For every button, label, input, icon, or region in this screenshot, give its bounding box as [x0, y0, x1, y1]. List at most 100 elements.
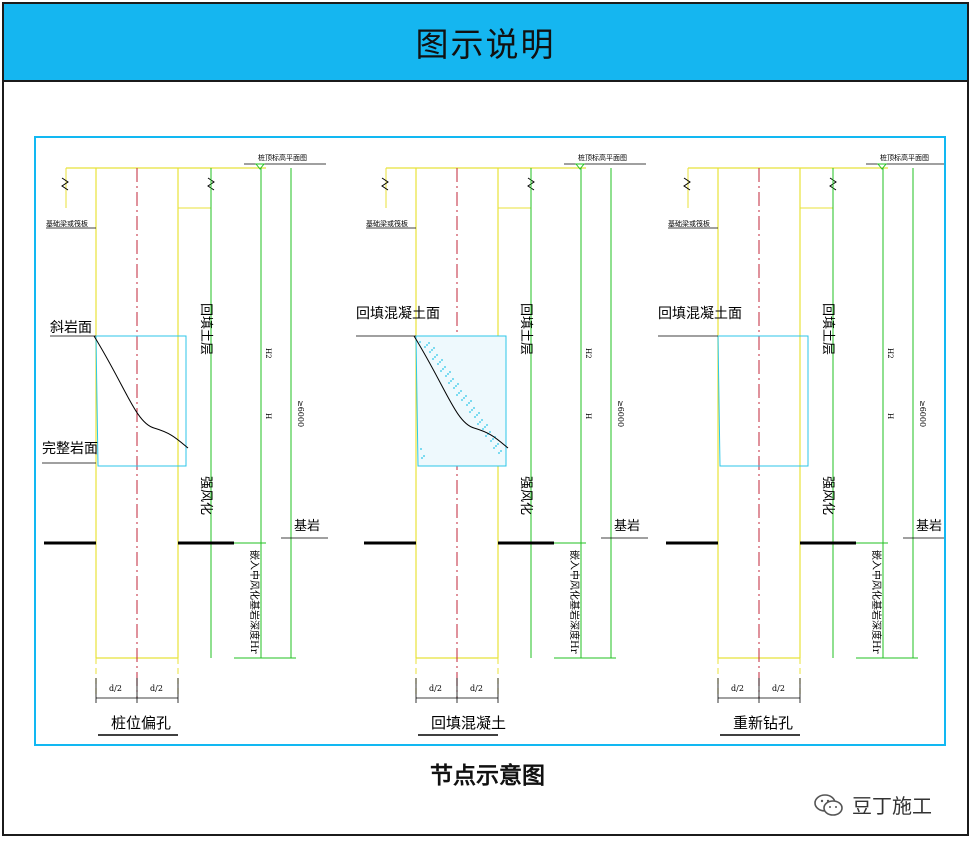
top-elevation-marker	[254, 163, 266, 170]
concrete-dot	[420, 448, 422, 450]
concrete-dot	[485, 435, 487, 437]
concrete-dot	[461, 399, 463, 401]
concrete-dot	[437, 363, 439, 365]
header-title: 图示说明	[415, 25, 556, 64]
concrete-dot	[439, 361, 441, 363]
concrete-dot	[433, 347, 435, 349]
figure-caption: 节点示意图	[430, 762, 545, 789]
embed-depth-label: 嵌入中风化基岩深度Hr	[248, 550, 261, 654]
concrete-dot	[448, 382, 450, 384]
weathered-label: 强风化	[198, 476, 213, 515]
concrete-dot	[473, 407, 475, 409]
concrete-dot	[463, 397, 465, 399]
concrete-dot	[486, 424, 488, 426]
concrete-dot	[482, 428, 484, 430]
watermark: 豆丁施工	[814, 790, 932, 819]
top-elevation-label: 桩顶标高平面图	[258, 153, 307, 162]
bedrock-label: 基岩	[916, 519, 942, 534]
embed-depth-label: 嵌入中风化基岩深度Hr	[870, 550, 883, 654]
concrete-dot	[468, 402, 470, 404]
concrete-dot	[477, 423, 479, 425]
concrete-dot	[476, 414, 478, 416]
foundation-beam-label: 基础梁或筏板	[668, 219, 710, 228]
concrete-dot	[429, 351, 431, 353]
min-depth-label: ≥6000	[296, 400, 305, 427]
concrete-dot	[471, 409, 473, 411]
concrete-dot	[481, 419, 483, 421]
concrete-dot	[428, 342, 430, 344]
panel-title: 回填混凝土	[431, 714, 506, 732]
panel-1: 基础梁或筏板桩顶标高平面图回填土层强风化H2H≥6000嵌入中风化基岩深度Hr基…	[42, 153, 328, 736]
h-label: H	[886, 413, 894, 419]
weathered-label: 强风化	[518, 476, 533, 515]
upper-surface-label: 回填混凝土面	[658, 306, 742, 322]
break-mark-left	[683, 177, 691, 191]
d-right-label: d/2	[772, 684, 785, 693]
upper-surface-label: 斜岩面	[50, 320, 92, 336]
concrete-dot	[442, 368, 444, 370]
concrete-dot	[452, 378, 454, 380]
concrete-dot	[450, 380, 452, 382]
h-label: H	[584, 413, 592, 419]
concrete-dot	[455, 385, 457, 387]
concrete-dot	[423, 455, 425, 457]
concrete-dot	[441, 359, 443, 361]
concrete-dot	[474, 416, 476, 418]
concrete-dot	[424, 346, 426, 348]
panel-3: 基础梁或筏板桩顶标高平面图回填土层强风化H2H≥6000嵌入中风化基岩深度Hr基…	[658, 153, 944, 736]
min-depth-label: ≥6000	[616, 400, 625, 427]
h2-label: H2	[886, 348, 894, 359]
concrete-dot	[470, 400, 472, 402]
concrete-dot	[495, 445, 497, 447]
bedrock-label: 基岩	[294, 519, 320, 534]
concrete-dot	[431, 349, 433, 351]
concrete-dot	[493, 447, 495, 449]
concrete-dot	[453, 387, 455, 389]
concrete-dot	[466, 404, 468, 406]
concrete-dot	[421, 457, 423, 459]
d-left-label: d/2	[731, 684, 744, 693]
d-right-label: d/2	[470, 684, 483, 693]
d-left-label: d/2	[429, 684, 442, 693]
lower-surface-label: 完整岩面	[42, 441, 98, 457]
top-elevation-marker	[574, 163, 586, 170]
concrete-dot	[489, 431, 491, 433]
h2-label: H2	[264, 348, 272, 359]
weathered-label: 强风化	[820, 476, 835, 515]
embed-depth-label: 嵌入中风化基岩深度Hr	[568, 550, 581, 654]
foundation-beam-label: 基础梁或筏板	[366, 219, 408, 228]
concrete-dot	[449, 371, 451, 373]
concrete-dot	[469, 411, 471, 413]
concrete-dot	[458, 392, 460, 394]
concrete-dot	[426, 344, 428, 346]
concrete-dot	[434, 356, 436, 358]
concrete-dot	[484, 426, 486, 428]
concrete-dot	[492, 438, 494, 440]
concrete-dot	[478, 412, 480, 414]
concrete-dot	[440, 370, 442, 372]
concrete-dot	[436, 354, 438, 356]
concrete-dot	[419, 341, 421, 343]
watermark-text: 豆丁施工	[852, 794, 932, 818]
concrete-dot	[447, 373, 449, 375]
concrete-dot	[444, 366, 446, 368]
wechat-icon	[814, 793, 843, 816]
min-depth-label: ≥6000	[918, 400, 927, 427]
panel-title: 桩位偏孔	[111, 714, 171, 732]
inclined-rock-curve	[93, 335, 189, 449]
hole-outline	[95, 335, 187, 467]
top-elevation-label: 桩顶标高平面图	[578, 153, 627, 162]
fill-layer-label: 回填土层	[820, 303, 835, 355]
concrete-dot	[432, 358, 434, 360]
d-right-label: d/2	[150, 684, 163, 693]
concrete-dot	[465, 395, 467, 397]
concrete-dot	[460, 390, 462, 392]
concrete-dot	[445, 375, 447, 377]
hole-outline	[415, 335, 507, 467]
concrete-dot	[456, 394, 458, 396]
concrete-dot	[497, 443, 499, 445]
h-label: H	[264, 413, 272, 419]
